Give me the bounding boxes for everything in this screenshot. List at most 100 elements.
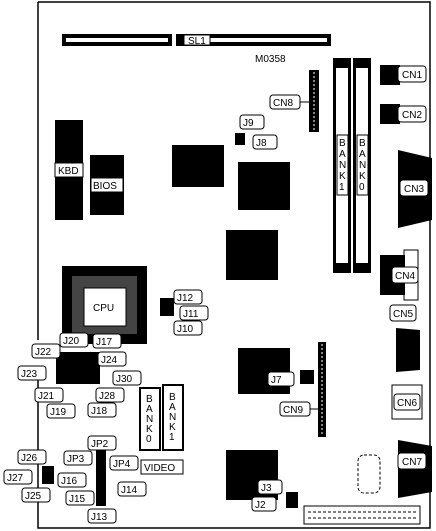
bank1-main-label: B A N K 1 xyxy=(339,138,346,193)
video-bank0-socket xyxy=(139,387,161,451)
cn4-tag xyxy=(391,266,419,284)
j18-label: J18 xyxy=(91,406,108,417)
board-outline xyxy=(37,1,431,529)
cn3-tag xyxy=(399,179,429,197)
j2-tag xyxy=(251,496,277,512)
svg-text:0: 0 xyxy=(359,182,365,193)
j16-label: J16 xyxy=(61,476,78,487)
svg-text:A: A xyxy=(146,404,153,415)
svg-text:1: 1 xyxy=(339,182,345,193)
cn4-label: CN4 xyxy=(395,271,415,282)
kbd-label-box xyxy=(54,162,84,178)
video-bank0-label: B A N K 0 xyxy=(146,394,153,445)
slot-sl1-label: SL1 xyxy=(188,36,206,47)
j13-label: J13 xyxy=(91,512,108,523)
j17-tag xyxy=(92,333,122,349)
j26-tag xyxy=(17,449,47,465)
svg-text:N: N xyxy=(146,414,153,425)
j21-tag xyxy=(34,387,64,403)
slot-sl1-tag xyxy=(183,34,211,46)
j30-label: J30 xyxy=(116,374,133,385)
chip-c xyxy=(226,230,278,280)
isa-slot-left-inner xyxy=(66,38,168,42)
cn1-label: CN1 xyxy=(402,70,422,81)
j25-label: J25 xyxy=(25,491,42,502)
cn7-label: CN7 xyxy=(402,457,422,468)
chip-d xyxy=(238,348,290,394)
jp4-tag xyxy=(109,455,139,471)
j3-tag xyxy=(257,479,283,495)
cn3-label: CN3 xyxy=(404,184,424,195)
jp2-tag xyxy=(87,435,117,451)
slot-sl1-inner xyxy=(210,38,327,42)
j15-tag xyxy=(65,490,95,506)
jumper-cluster-cpu xyxy=(56,352,100,384)
j22-tag xyxy=(31,343,61,359)
chip-b xyxy=(238,162,290,210)
cn1-connector xyxy=(380,65,400,85)
j14-label: J14 xyxy=(121,485,138,496)
svg-text:0: 0 xyxy=(146,434,152,445)
j30-tag xyxy=(112,370,142,386)
cn8-label: CN8 xyxy=(273,98,293,109)
mid-right-connector xyxy=(396,328,420,372)
j20-label: J20 xyxy=(63,336,80,347)
j18-tag xyxy=(87,402,117,418)
j10-tag xyxy=(173,320,203,336)
svg-text:B: B xyxy=(339,138,346,149)
j19-label: J19 xyxy=(50,407,67,418)
svg-text:K: K xyxy=(146,424,153,435)
bank1-label-box xyxy=(336,134,349,196)
j11-tag xyxy=(179,305,209,321)
svg-text:B: B xyxy=(359,138,366,149)
j24-tag xyxy=(97,351,127,367)
cn2-label: CN2 xyxy=(402,110,422,121)
j8-label: J8 xyxy=(256,138,267,149)
video-tag xyxy=(140,459,184,475)
svg-text:N: N xyxy=(359,160,366,171)
j28-tag xyxy=(95,387,125,403)
kbd-label: KBD xyxy=(58,166,79,177)
cn2-tag xyxy=(397,105,427,123)
cn7-tag xyxy=(397,452,427,470)
j23-label: J23 xyxy=(21,369,38,380)
j16-tag xyxy=(57,472,87,488)
j19-tag xyxy=(46,403,76,419)
svg-text:K: K xyxy=(169,422,176,433)
cn5-label: CN5 xyxy=(393,309,413,320)
jp-header xyxy=(96,448,106,506)
j7-tag xyxy=(267,371,295,387)
j9-j8-jumper xyxy=(235,133,245,145)
video-label: VIDEO xyxy=(144,463,175,474)
j24-label: J24 xyxy=(101,355,118,366)
bank0-main-label: B A N K 0 xyxy=(359,138,366,193)
svg-text:K: K xyxy=(339,171,346,182)
j10-label: J10 xyxy=(177,324,194,335)
j13-tag xyxy=(87,508,117,524)
bottom-header xyxy=(303,505,421,525)
j7-jumper xyxy=(300,370,314,384)
cn6-label: CN6 xyxy=(397,398,417,409)
j2-j3-jumper xyxy=(286,492,298,508)
j23-tag xyxy=(17,365,47,381)
j7-label: J7 xyxy=(271,375,282,386)
bank0-label-box xyxy=(356,134,369,196)
j12-tag xyxy=(173,289,203,305)
bios-label-box xyxy=(90,177,124,193)
battery xyxy=(357,454,381,494)
j27-tag xyxy=(3,469,33,485)
svg-text:N: N xyxy=(169,412,176,423)
svg-text:A: A xyxy=(359,149,366,160)
j2-label: J2 xyxy=(255,500,266,511)
cpu-label: CPU xyxy=(93,303,114,314)
cn6-tag xyxy=(393,393,421,411)
j25-j27-jumper xyxy=(42,466,54,484)
cn9-label: CN9 xyxy=(283,405,303,416)
j25-tag xyxy=(21,487,51,503)
j10-j12-jumper xyxy=(160,298,174,316)
cn1-tag xyxy=(397,65,427,83)
cn5-tag xyxy=(389,304,417,322)
bios-label: BIOS xyxy=(93,181,117,192)
chip-a xyxy=(172,145,224,187)
